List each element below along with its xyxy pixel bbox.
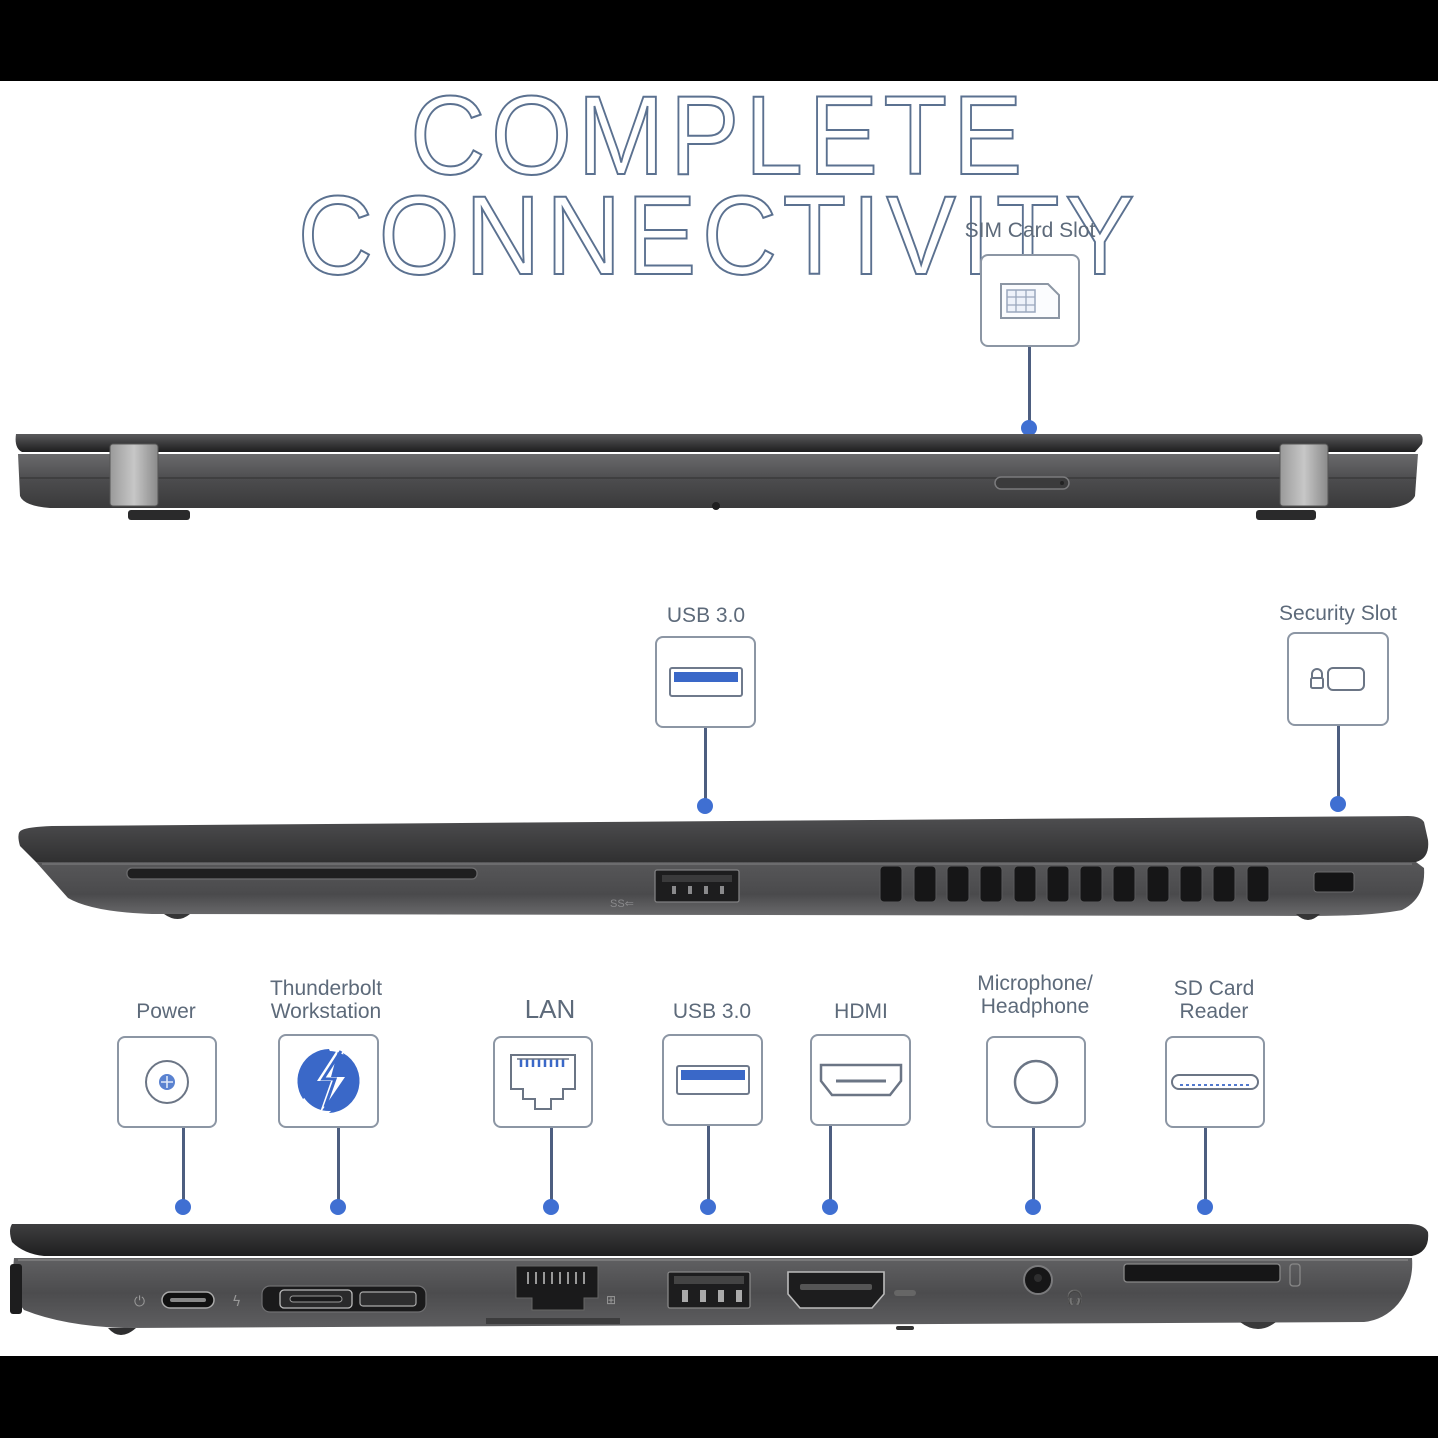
label-thunderbolt-workstation: Thunderbolt Workstation (269, 977, 383, 1023)
connector-dot (1025, 1199, 1041, 1215)
connector-dot (543, 1199, 559, 1215)
label-usb-left: USB 3.0 (672, 1000, 752, 1023)
label-sd-card-reader: SD Card Reader (1173, 977, 1255, 1023)
sd-card-icon (1171, 1074, 1259, 1090)
svg-text:⊞: ⊞ (606, 1293, 616, 1307)
connector-dot (1197, 1199, 1213, 1215)
callout-thunderbolt (278, 1034, 379, 1128)
svg-text:SS⇐: SS⇐ (610, 898, 634, 910)
connector-dot (1330, 796, 1346, 812)
connector-line (550, 1128, 553, 1202)
callout-security-slot (1287, 632, 1389, 726)
connector-line (707, 1126, 710, 1202)
connector-line (829, 1126, 832, 1202)
connector-line (704, 728, 707, 800)
callout-usb-right (655, 636, 756, 728)
hdmi-icon (819, 1063, 902, 1097)
usb-icon (675, 1065, 750, 1095)
lock-slot-icon (1310, 667, 1365, 691)
label-microphone-headphone: Microphone/ Headphone (977, 972, 1093, 1018)
callout-hdmi (810, 1034, 911, 1126)
sim-card-icon (1000, 282, 1060, 319)
thunderbolt-icon (296, 1047, 360, 1115)
callout-audio-jack (986, 1036, 1086, 1128)
svg-text:⏻: ⏻ (134, 1294, 145, 1310)
laptop-right-side-view: SS⇐ (18, 816, 1429, 920)
label-usb-right: USB 3.0 (666, 604, 746, 627)
label-hdmi: HDMI (834, 1000, 888, 1023)
svg-text:ϟ: ϟ (232, 1294, 241, 1310)
connector-line (1028, 347, 1031, 427)
usb-icon (668, 667, 743, 697)
audio-jack-icon (1013, 1059, 1059, 1105)
connector-line (1337, 726, 1340, 798)
connector-dot (175, 1199, 191, 1215)
label-sim-card-slot: SIM Card Slot (964, 219, 1096, 242)
callout-sim-card-slot (980, 254, 1080, 347)
connector-dot (1021, 420, 1037, 436)
ethernet-icon (510, 1054, 576, 1110)
connector-dot (330, 1199, 346, 1215)
svg-text:🎧: 🎧 (1066, 1289, 1083, 1306)
label-power: Power (136, 1000, 196, 1023)
callout-sd-card-reader (1165, 1036, 1265, 1128)
label-security-slot: Security Slot (1279, 602, 1397, 625)
callout-lan (493, 1036, 593, 1128)
connector-dot (697, 798, 713, 814)
connector-dot (700, 1199, 716, 1215)
connector-line (1032, 1128, 1035, 1202)
connector-line (182, 1128, 185, 1202)
callout-usb-left (662, 1034, 763, 1126)
laptop-left-side-view: ⏻ ϟ ⊞ 🎧 (10, 1224, 1429, 1335)
connector-line (1204, 1128, 1207, 1202)
power-port-icon (145, 1060, 189, 1104)
connector-line (337, 1128, 340, 1202)
connector-dot (822, 1199, 838, 1215)
page-title: COMPLETE CONNECTIVITY (297, 73, 1141, 298)
label-lan: LAN (524, 994, 576, 1024)
callout-power (117, 1036, 217, 1128)
laptop-rear-view (15, 434, 1423, 520)
